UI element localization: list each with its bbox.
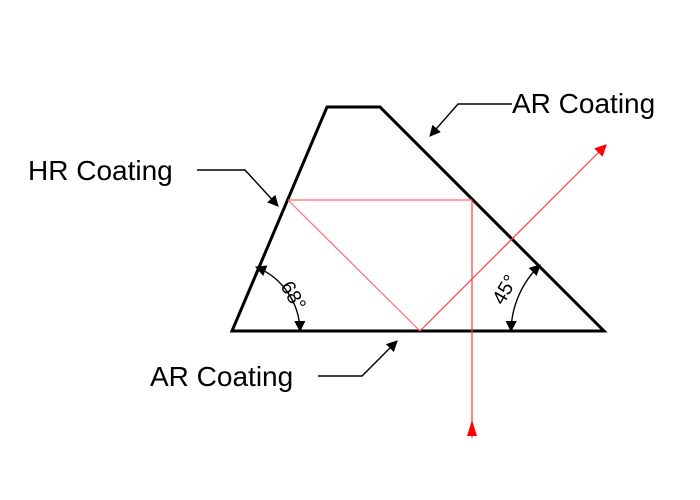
- right-angle-label: 45°: [488, 271, 522, 308]
- ar-coating-bottom-leader: [318, 340, 398, 377]
- right-angle-arc: [505, 264, 541, 333]
- prism-outline: [229, 105, 608, 333]
- beam-output-diagonal: [419, 144, 607, 332]
- ar-coating-top-label: AR Coating: [512, 88, 655, 119]
- hr-coating-leader: [197, 169, 279, 207]
- hr-coating-label: HR Coating: [28, 155, 173, 186]
- ar-coating-bottom-label: AR Coating: [150, 361, 293, 392]
- left-angle-arc: [254, 265, 306, 333]
- beam-left-diagonal: [287, 199, 421, 332]
- beam-input-arrow: [467, 420, 477, 436]
- ar-coating-top-leader: [429, 103, 512, 137]
